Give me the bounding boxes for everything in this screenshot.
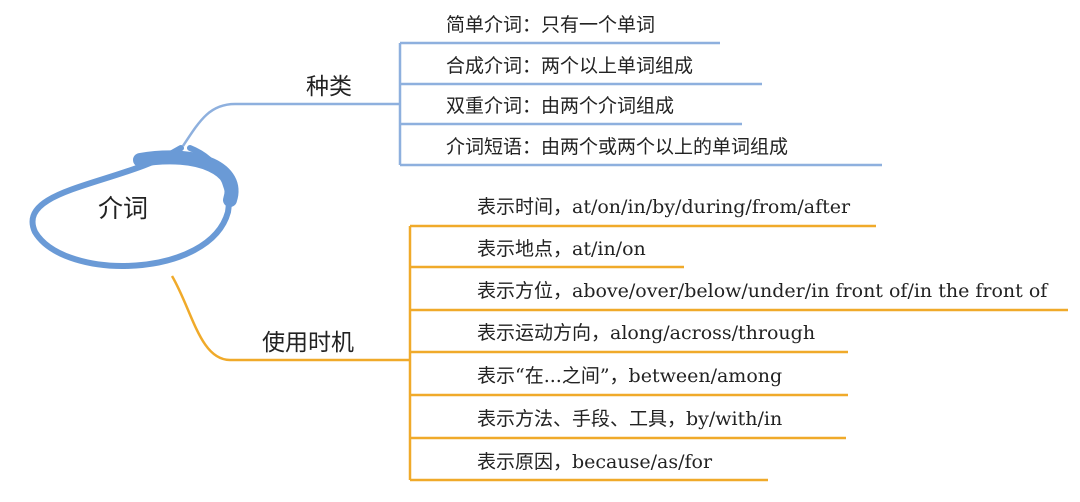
leaf-time: 表示时间，at/on/in/by/during/from/after xyxy=(477,196,851,218)
leaf-place: 表示地点，at/in/on xyxy=(477,238,646,260)
leaf-direction: 表示运动方向，along/across/through xyxy=(477,322,816,344)
connector-root-to-kinds xyxy=(181,102,400,147)
leaf-position: 表示方位，above/over/below/under/in front of/… xyxy=(477,280,1048,302)
connector-root-to-usage xyxy=(170,275,410,362)
branch-kinds-label: 种类 xyxy=(306,74,352,100)
leaf-between: 表示“在...之间”，between/among xyxy=(477,365,783,387)
leaf-simple-preposition: 简单介词：只有一个单词 xyxy=(446,14,656,36)
usage-leaf-lines xyxy=(410,224,1068,482)
branch-usage-label: 使用时机 xyxy=(262,330,354,356)
root-label: 介词 xyxy=(98,194,149,223)
leaf-prepositional-phrase: 介词短语：由两个或两个以上的单词组成 xyxy=(446,136,789,158)
root-ring-thick xyxy=(133,150,239,207)
leaf-compound-preposition: 合成介词：两个以上单词组成 xyxy=(446,55,694,77)
leaf-method: 表示方法、手段、工具，by/with/in xyxy=(477,408,783,430)
kinds-leaf-lines xyxy=(400,41,882,167)
leaf-reason: 表示原因，because/as/for xyxy=(477,451,713,473)
leaf-double-preposition: 双重介词：由两个介词组成 xyxy=(446,95,675,117)
